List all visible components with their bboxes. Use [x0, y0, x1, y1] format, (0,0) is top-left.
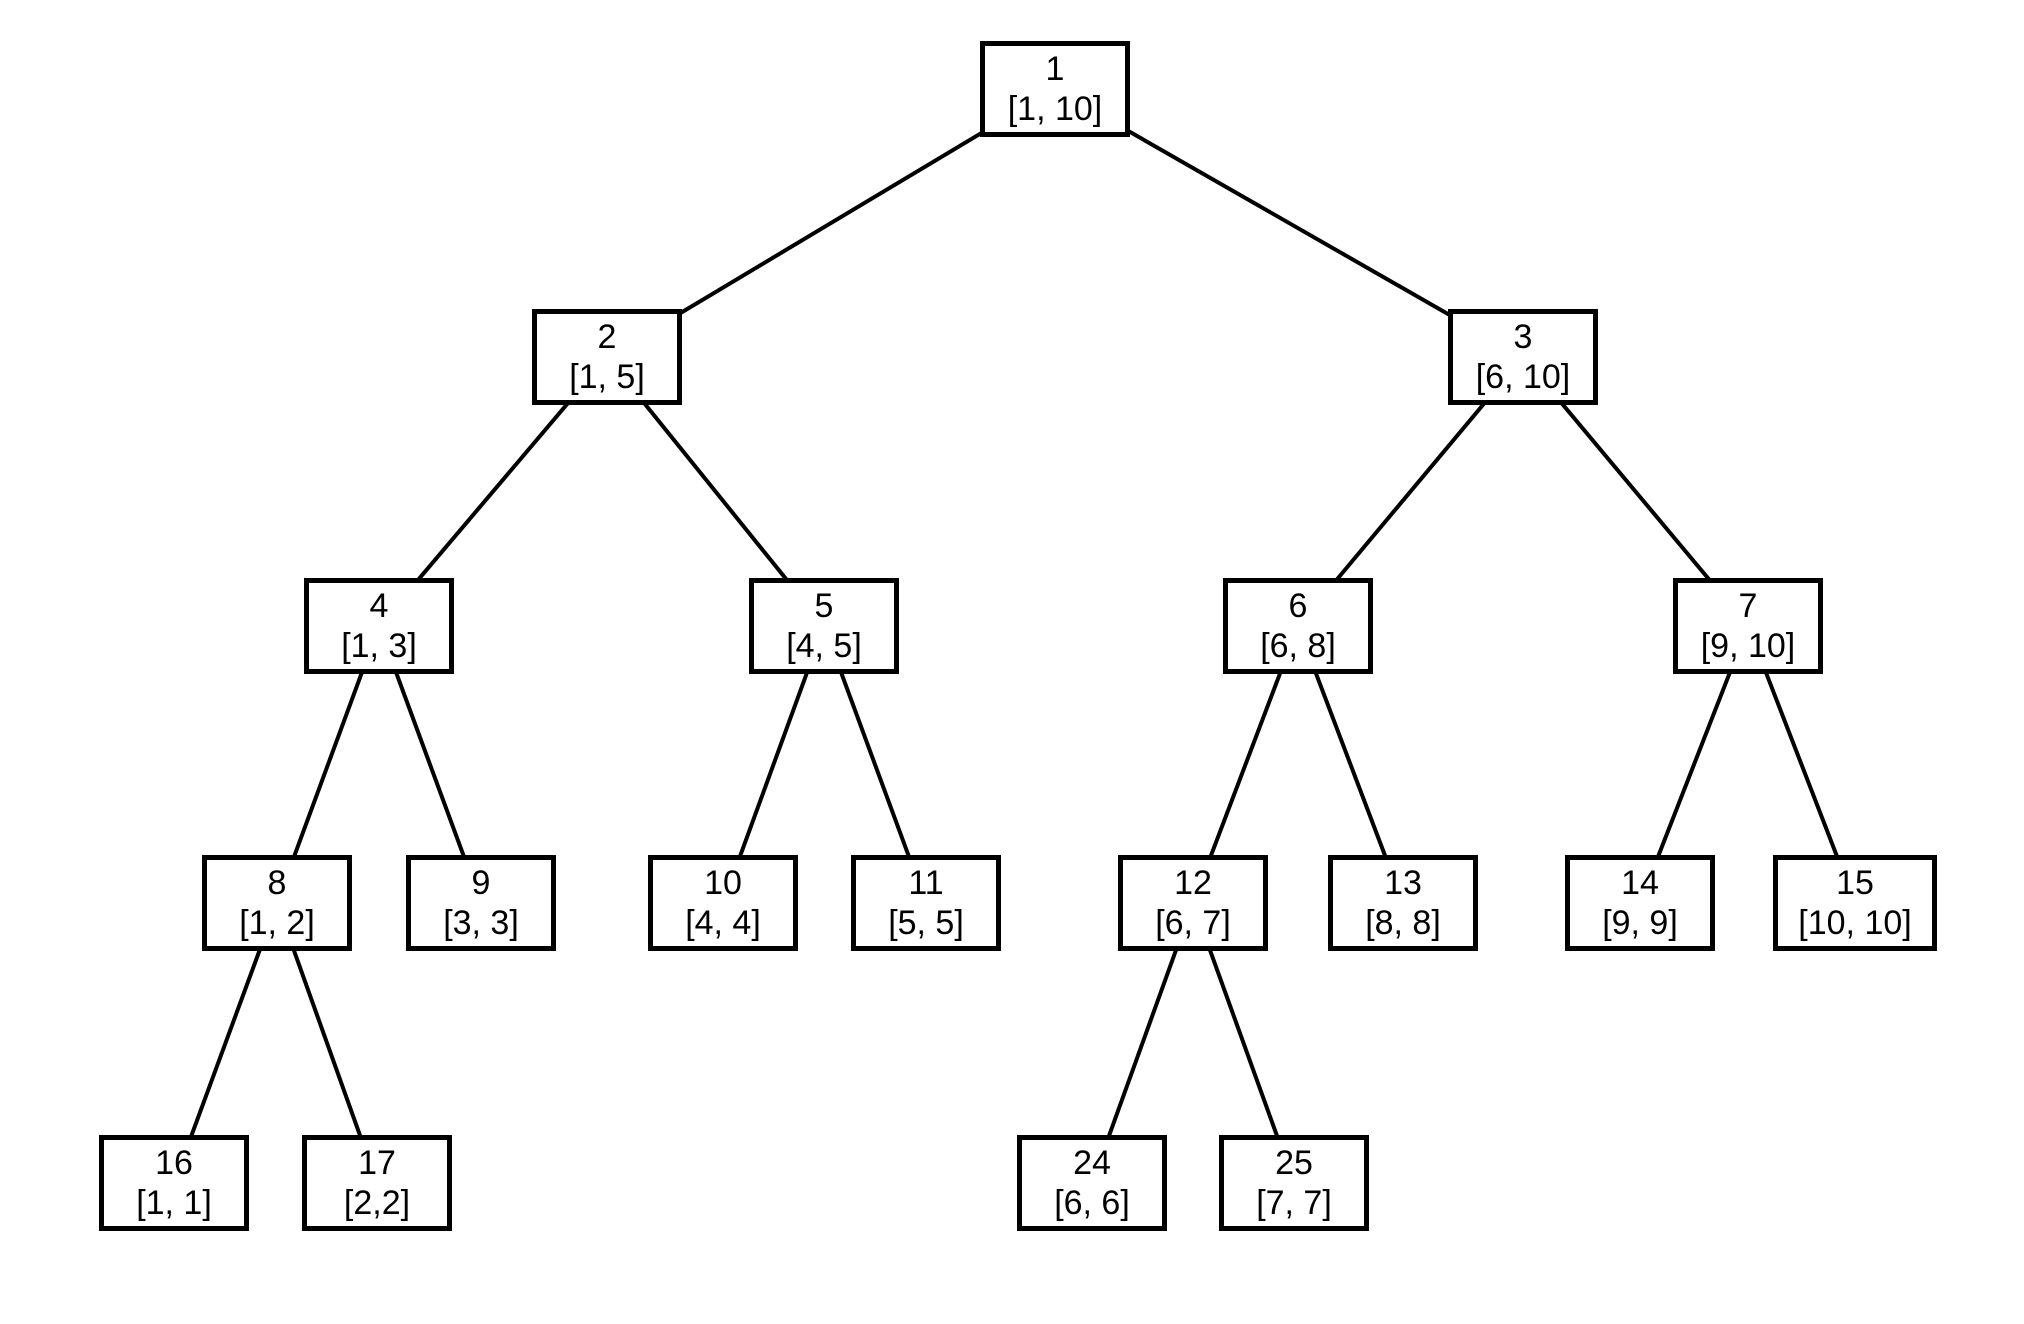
node-interval-label: [4, 4]: [685, 904, 761, 942]
tree-node-15: 15 [10, 10]: [1773, 855, 1937, 951]
node-id-label: 10: [704, 864, 742, 902]
tree-node-3: 3 [6, 10]: [1448, 309, 1598, 405]
node-id-label: 25: [1275, 1144, 1313, 1182]
node-id-label: 16: [155, 1144, 193, 1182]
node-interval-label: [9, 9]: [1602, 904, 1678, 942]
tree-node-9: 9 [3, 3]: [406, 855, 556, 951]
node-interval-label: [1, 10]: [1007, 90, 1103, 128]
node-id-label: 2: [597, 318, 617, 356]
tree-node-8: 8 [1, 2]: [202, 855, 352, 951]
node-interval-label: [1, 5]: [569, 358, 645, 396]
tree-node-10: 10 [4, 4]: [648, 855, 798, 951]
node-interval-label: [4, 5]: [786, 627, 862, 665]
tree-node-14: 14 [9, 9]: [1565, 855, 1715, 951]
node-interval-label: [6, 7]: [1155, 904, 1231, 942]
node-interval-label: [6, 6]: [1054, 1184, 1130, 1222]
tree-node-12: 12 [6, 7]: [1118, 855, 1268, 951]
node-id-label: 8: [267, 864, 287, 902]
tree-node-6: 6 [6, 8]: [1223, 578, 1373, 674]
tree-node-7: 7 [9, 10]: [1673, 578, 1823, 674]
tree-edge-1-3: [1054, 87, 1524, 359]
node-id-label: 3: [1513, 318, 1533, 356]
node-id-label: 6: [1288, 587, 1308, 625]
tree-node-2: 2 [1, 5]: [532, 309, 682, 405]
tree-node-16: 16 [1, 1]: [99, 1135, 249, 1231]
tree-node-11: 11 [5, 5]: [851, 855, 1001, 951]
node-id-label: 15: [1836, 864, 1874, 902]
tree-node-17: 17 [2,2]: [302, 1135, 452, 1231]
node-interval-label: [1, 3]: [341, 627, 417, 665]
node-interval-label: [1, 2]: [239, 904, 315, 942]
tree-node-13: 13 [8, 8]: [1328, 855, 1478, 951]
node-interval-label: [6, 10]: [1475, 358, 1571, 396]
node-id-label: 5: [814, 587, 834, 625]
node-interval-label: [1, 1]: [136, 1184, 212, 1222]
node-id-label: 1: [1045, 50, 1065, 88]
node-interval-label: [5, 5]: [888, 904, 964, 942]
tree-node-5: 5 [4, 5]: [749, 578, 899, 674]
node-id-label: 4: [369, 587, 389, 625]
node-interval-label: [10, 10]: [1798, 904, 1912, 942]
tree-node-1: 1 [1, 10]: [980, 41, 1130, 137]
node-interval-label: [9, 10]: [1700, 627, 1796, 665]
tree-node-24: 24 [6, 6]: [1017, 1135, 1167, 1231]
tree-node-4: 4 [1, 3]: [304, 578, 454, 674]
node-id-label: 17: [358, 1144, 396, 1182]
node-id-label: 13: [1384, 864, 1422, 902]
node-id-label: 24: [1073, 1144, 1111, 1182]
node-interval-label: [3, 3]: [443, 904, 519, 942]
node-id-label: 9: [471, 864, 491, 902]
tree-node-25: 25 [7, 7]: [1219, 1135, 1369, 1231]
node-id-label: 12: [1174, 864, 1212, 902]
node-interval-label: [7, 7]: [1256, 1184, 1332, 1222]
node-id-label: 14: [1621, 864, 1659, 902]
node-id-label: 11: [908, 864, 944, 902]
node-id-label: 7: [1738, 587, 1758, 625]
node-interval-label: [8, 8]: [1365, 904, 1441, 942]
node-interval-label: [2,2]: [343, 1184, 411, 1222]
node-interval-label: [6, 8]: [1260, 627, 1336, 665]
